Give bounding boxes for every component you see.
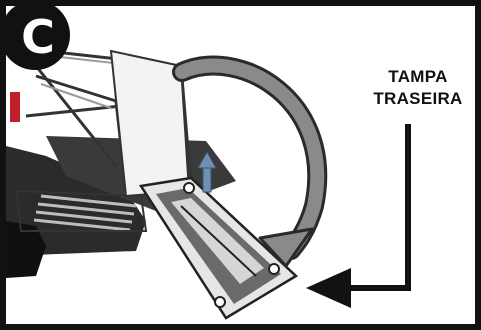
step-badge: C: [0, 0, 70, 70]
step-letter: C: [21, 14, 55, 60]
tailgate-illustration: [6, 6, 475, 324]
tailgate-label: TAMPA TRASEIRA: [368, 66, 468, 110]
tailgate-label-line2: TRASEIRA: [368, 88, 468, 110]
red-accent: [10, 92, 20, 122]
tailgate-label-line1: TAMPA: [368, 66, 468, 88]
